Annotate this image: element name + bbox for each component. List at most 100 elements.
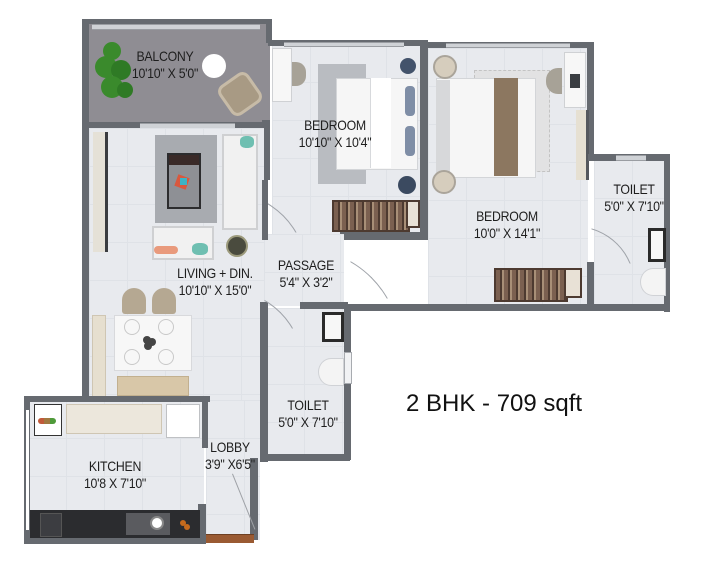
side-table-icon <box>398 176 416 194</box>
room-name: LIVING + DIN. <box>177 265 253 281</box>
pillow-icon <box>405 86 415 116</box>
bedroom-1-window <box>284 42 404 47</box>
entry-door[interactable] <box>206 534 254 543</box>
vegetables-icon <box>38 418 56 424</box>
sink-icon <box>648 228 666 262</box>
toilet-1-vent <box>616 155 646 161</box>
room-name: TOILET <box>613 181 655 197</box>
toilet-2-window <box>344 352 352 384</box>
wall <box>260 454 350 461</box>
toilet-icon <box>318 358 344 386</box>
wall <box>587 42 594 156</box>
plate-icon <box>158 349 174 365</box>
wall <box>198 504 206 544</box>
burner-icon <box>150 516 164 530</box>
room-size: 10'10" X 5'0" <box>131 65 199 81</box>
wall <box>342 304 670 311</box>
dining-chair-icon <box>122 288 146 314</box>
wall <box>300 302 348 309</box>
room-name: PASSAGE <box>277 257 335 273</box>
cushion-icon <box>154 246 178 254</box>
wall <box>420 40 428 240</box>
sink-icon <box>40 513 62 537</box>
plate-icon <box>158 319 174 335</box>
centerpiece-icon <box>143 336 151 344</box>
wardrobe-drawer <box>564 268 582 298</box>
plate-icon <box>124 319 140 335</box>
laptop-icon <box>570 74 580 88</box>
cushion-icon <box>192 243 208 255</box>
dining-chair-icon <box>152 288 176 314</box>
wall <box>262 120 270 180</box>
coffee-table-top <box>169 155 199 165</box>
room-size: 5'4" X 3'2" <box>279 274 333 290</box>
bedroom-2-blanket <box>494 78 518 176</box>
kitchen-window <box>26 410 29 530</box>
plant-icon <box>95 42 135 102</box>
wall <box>262 180 268 240</box>
room-label-kitchen: KITCHEN 10'8 X 7'10" <box>67 458 164 492</box>
bedroom-2-window <box>446 43 570 48</box>
side-table-icon <box>226 235 248 257</box>
wall <box>260 302 268 462</box>
fridge-icon <box>166 404 200 438</box>
room-label-toilet-1: TOILET 5'0" X 7'10" <box>592 181 676 215</box>
wall <box>202 396 208 448</box>
room-label-toilet-2: TOILET 5'0" X 7'10" <box>266 397 350 431</box>
room-size: 5'0" X 7'10" <box>278 414 338 430</box>
room-name: TOILET <box>287 397 329 413</box>
dining-bench <box>117 376 189 396</box>
plan-title: 2 BHK - 709 sqft <box>406 390 583 417</box>
wall <box>250 458 258 540</box>
room-label-lobby: LOBBY 3'9" X6'5" <box>195 439 265 473</box>
cushion-icon <box>180 178 187 185</box>
room-size: 10'10" X 15'0" <box>178 282 252 298</box>
wall <box>82 128 89 400</box>
sink-icon <box>322 312 344 342</box>
wall <box>266 19 272 43</box>
bedroom-2-bed <box>436 78 536 178</box>
room-size: 3'9" X6'5" <box>205 456 255 472</box>
balcony-table-icon <box>202 54 226 78</box>
room-label-balcony: BALCONY 10'10" X 5'0" <box>117 48 214 82</box>
room-name: BEDROOM <box>476 208 538 224</box>
passage-area <box>264 234 344 306</box>
desk-chair-icon <box>546 68 562 94</box>
bedroom-1-desk <box>272 48 292 102</box>
room-label-bedroom-1: BEDROOM 10'10" X 10'4" <box>287 117 384 151</box>
side-table-icon <box>432 170 456 194</box>
desk-chair-icon <box>292 62 306 86</box>
sideboard <box>92 315 106 397</box>
bedroom-1-blanket <box>370 78 391 168</box>
bedroom-2-tv-unit <box>576 110 589 180</box>
wardrobe-drawer <box>406 200 420 228</box>
room-name: BALCONY <box>136 48 194 64</box>
wall <box>340 232 428 240</box>
wall <box>664 154 670 312</box>
room-name: BEDROOM <box>304 117 366 133</box>
room-size: 10'8 X 7'10" <box>83 475 147 491</box>
side-table-icon <box>400 58 416 74</box>
room-name: LOBBY <box>210 439 250 455</box>
sofa-3-seater <box>222 134 258 230</box>
side-table-icon <box>433 55 457 79</box>
kitchen-counter-top <box>66 404 162 434</box>
room-size: 10'10" X 10'4" <box>298 134 372 150</box>
room-label-passage: PASSAGE 5'4" X 3'2" <box>267 257 344 291</box>
toilet-icon <box>640 268 666 296</box>
room-size: 10'0" X 14'1" <box>473 225 541 241</box>
cushion-icon <box>240 136 254 148</box>
wall <box>24 538 206 544</box>
bedroom-2-wardrobe <box>494 268 568 302</box>
pillow-icon <box>405 126 415 156</box>
wall <box>82 19 272 24</box>
balcony-railing <box>92 24 260 30</box>
bedroom-2-headboard <box>436 80 450 174</box>
wall <box>24 396 210 402</box>
plate-icon <box>124 349 140 365</box>
spice-icon <box>180 520 186 526</box>
bedroom-1-wardrobe <box>332 200 410 232</box>
room-size: 5'0" X 7'10" <box>604 198 664 214</box>
wall <box>587 262 594 310</box>
